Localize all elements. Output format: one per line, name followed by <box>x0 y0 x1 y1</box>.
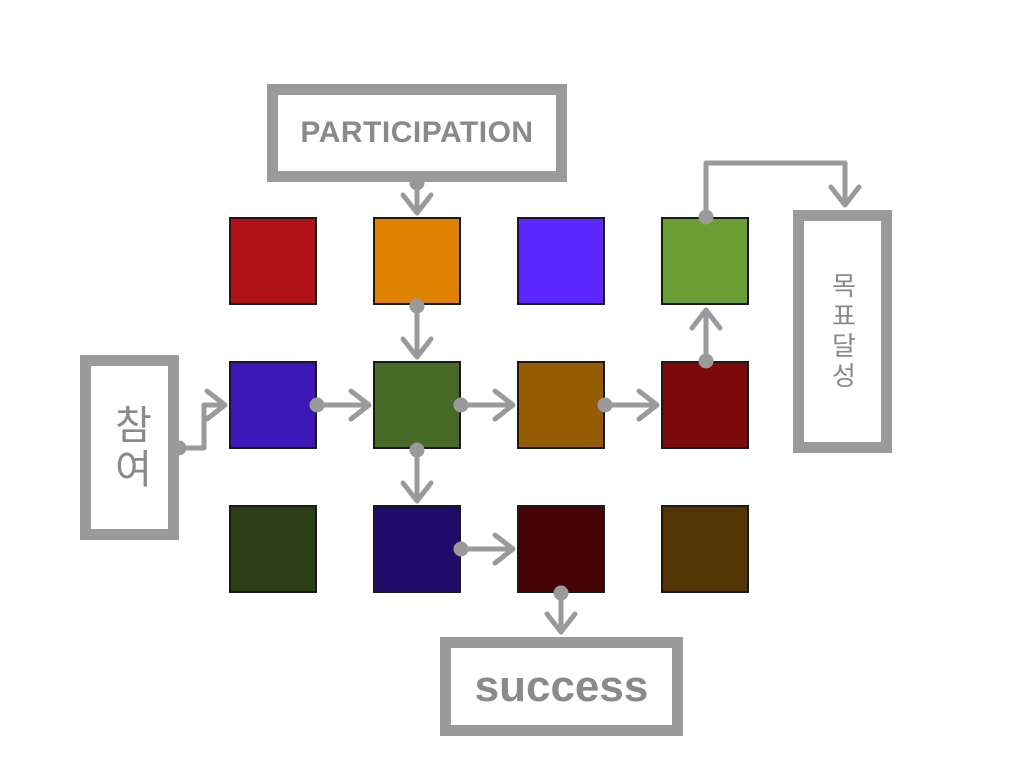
participation-label-box: PARTICIPATION <box>267 84 567 182</box>
color-square-r3-c2 <box>373 505 461 593</box>
arrow-maroon-to-success <box>544 585 578 635</box>
color-square-r2-c1 <box>229 361 317 449</box>
arrow-green-to-brown <box>453 388 516 422</box>
color-square-r1-c4 <box>661 217 749 305</box>
arrow-green-to-navy <box>400 442 434 504</box>
color-square-r2-c2 <box>373 361 461 449</box>
arrow-chamyeo-to-purple <box>171 388 228 456</box>
color-square-r3-c4 <box>661 505 749 593</box>
connector-layer <box>171 160 862 635</box>
arrow-navy-to-maroon <box>453 532 516 566</box>
color-square-r1-c1 <box>229 217 317 305</box>
arrow-brown-to-red <box>597 388 660 422</box>
color-square-r2-c4 <box>661 361 749 449</box>
goal-achievement-label-box: 목표달성 <box>793 210 892 453</box>
color-square-r3-c1 <box>229 505 317 593</box>
goal-achievement-label: 목표달성 <box>827 271 858 392</box>
arrow-red-to-lightgreen <box>689 307 723 369</box>
color-square-r3-c3 <box>517 505 605 593</box>
color-square-r1-c2 <box>373 217 461 305</box>
chamyeo-label-box: 참여 <box>80 355 179 540</box>
color-square-r1-c3 <box>517 217 605 305</box>
arrow-lightgreen-to-goal <box>698 160 862 225</box>
success-label-box: success <box>440 637 683 736</box>
color-square-grid <box>229 217 749 593</box>
color-square-r2-c3 <box>517 361 605 449</box>
arrow-purple-to-green <box>309 388 372 422</box>
arrow-orange-to-green <box>400 298 434 360</box>
participation-label: PARTICIPATION <box>300 116 534 149</box>
success-label: success <box>474 661 649 711</box>
chamyeo-label: 참여 <box>107 403 152 492</box>
